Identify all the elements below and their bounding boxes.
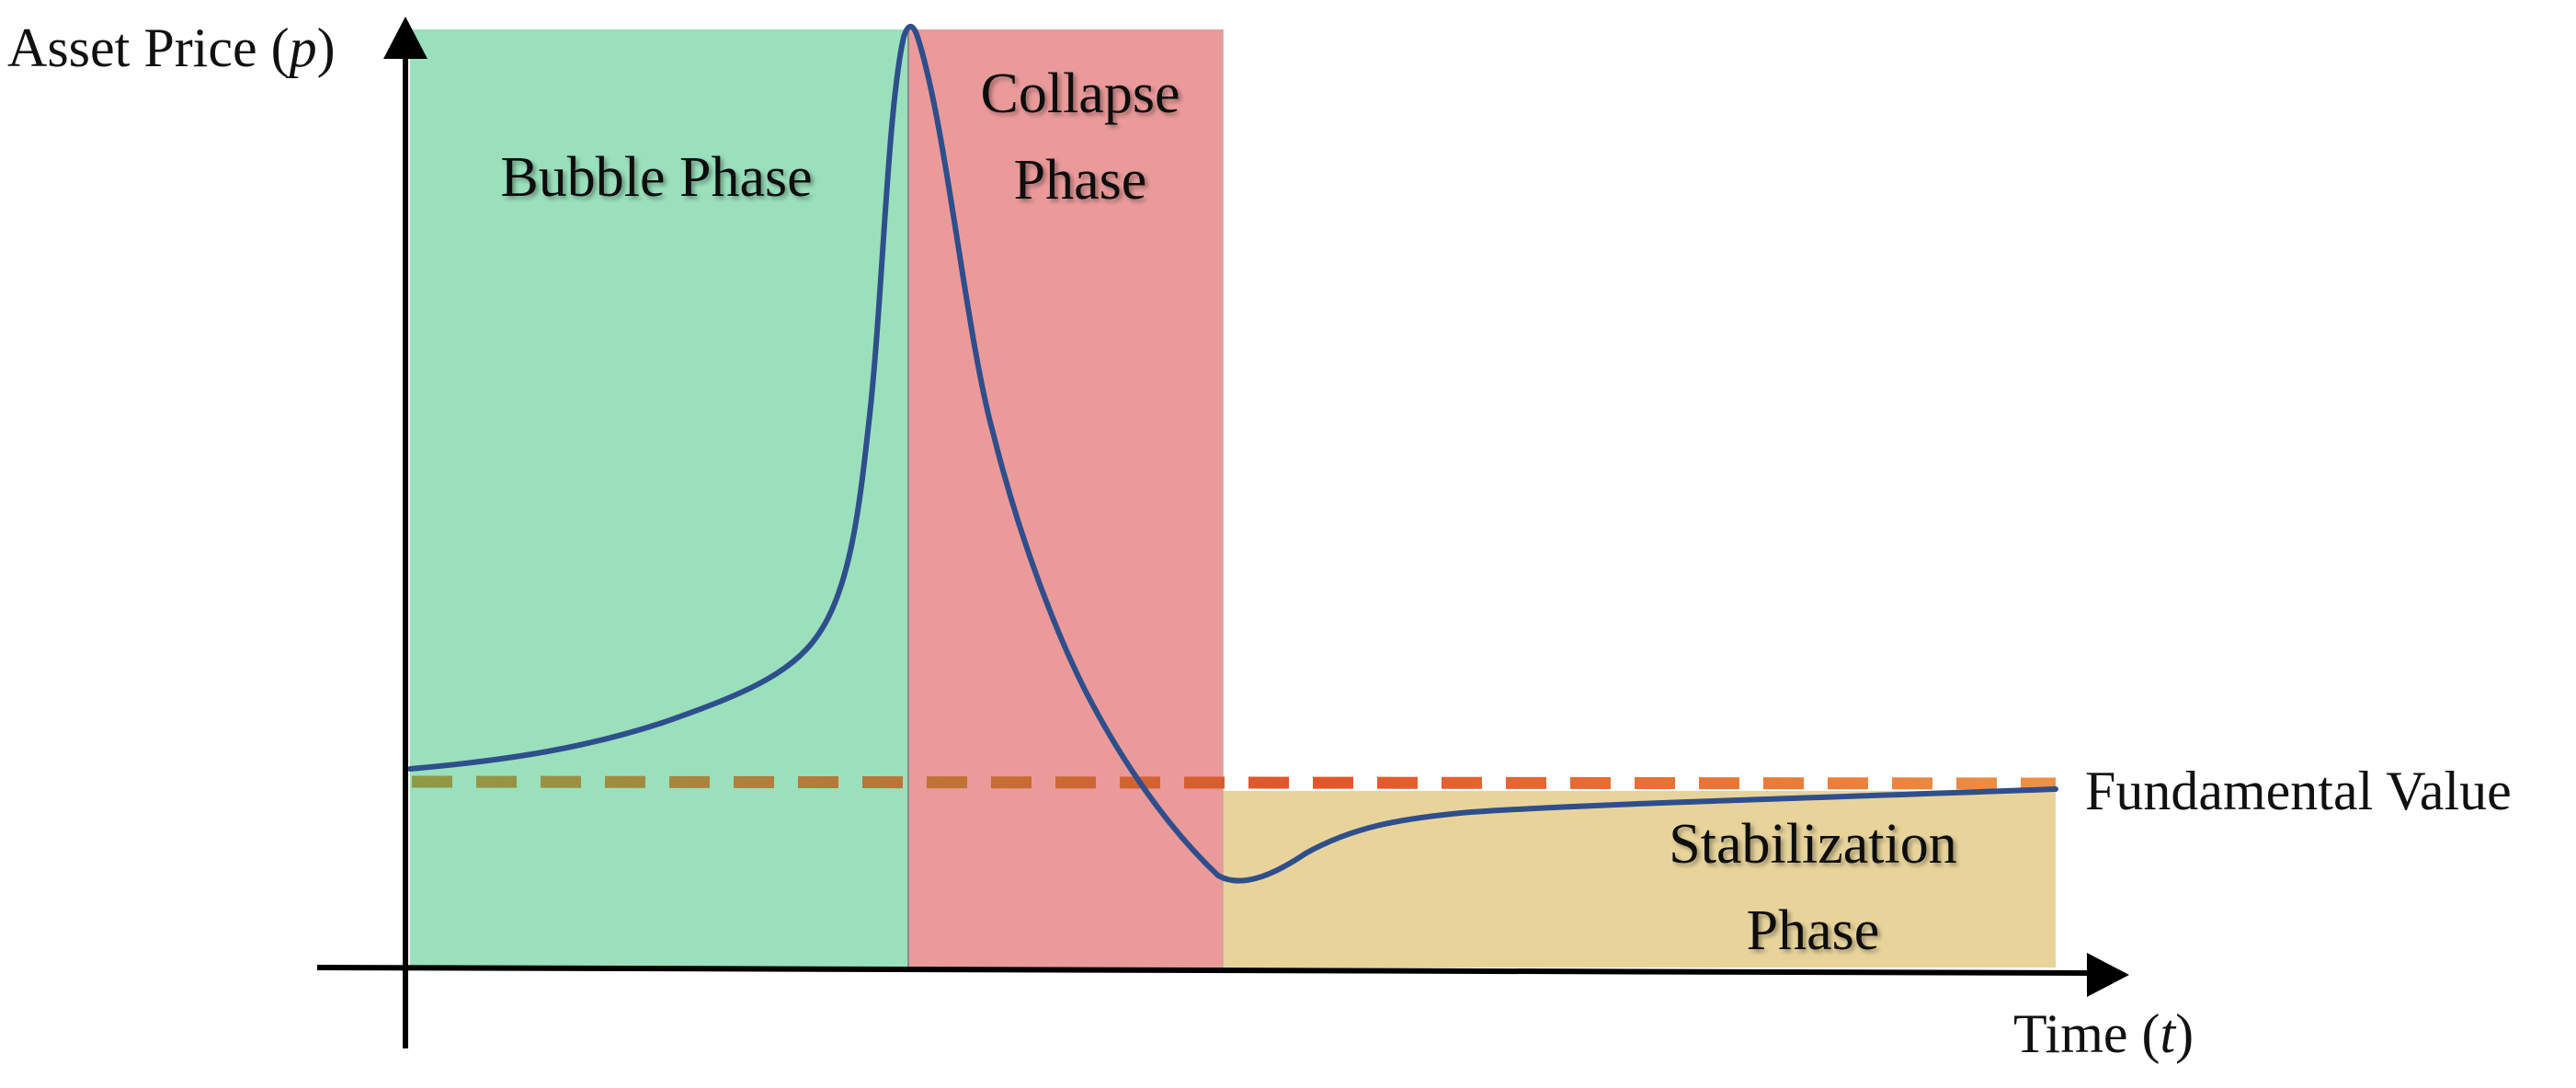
stabilization-phase-label: Stabilization: [1669, 813, 1956, 876]
x-axis: [316, 965, 2092, 976]
collapse-phase-label: Collapse: [981, 63, 1180, 125]
fundamental-value-line: [411, 775, 2057, 790]
bubble-phase-label: Bubble Phase: [500, 146, 812, 209]
bubble-phase-region: [410, 29, 908, 968]
collapse-phase-label: Phase: [1014, 149, 1147, 212]
y-axis-label: Asset Price (p): [7, 17, 336, 78]
stabilization-phase-label: Phase: [1747, 899, 1880, 962]
y-axis-arrowhead: [383, 17, 427, 59]
fundamental-value-label: Fundamental Value: [2085, 761, 2512, 821]
y-axis-symbol: p: [286, 17, 317, 78]
x-axis-label: Time (t): [2013, 1003, 2194, 1064]
x-axis-arrowhead: [2087, 953, 2129, 997]
collapse-phase-region: [908, 29, 1223, 968]
x-axis-symbol: t: [2160, 1003, 2177, 1064]
asset-price-curve: [407, 23, 2058, 884]
stabilization-phase-region: [1223, 791, 2056, 968]
